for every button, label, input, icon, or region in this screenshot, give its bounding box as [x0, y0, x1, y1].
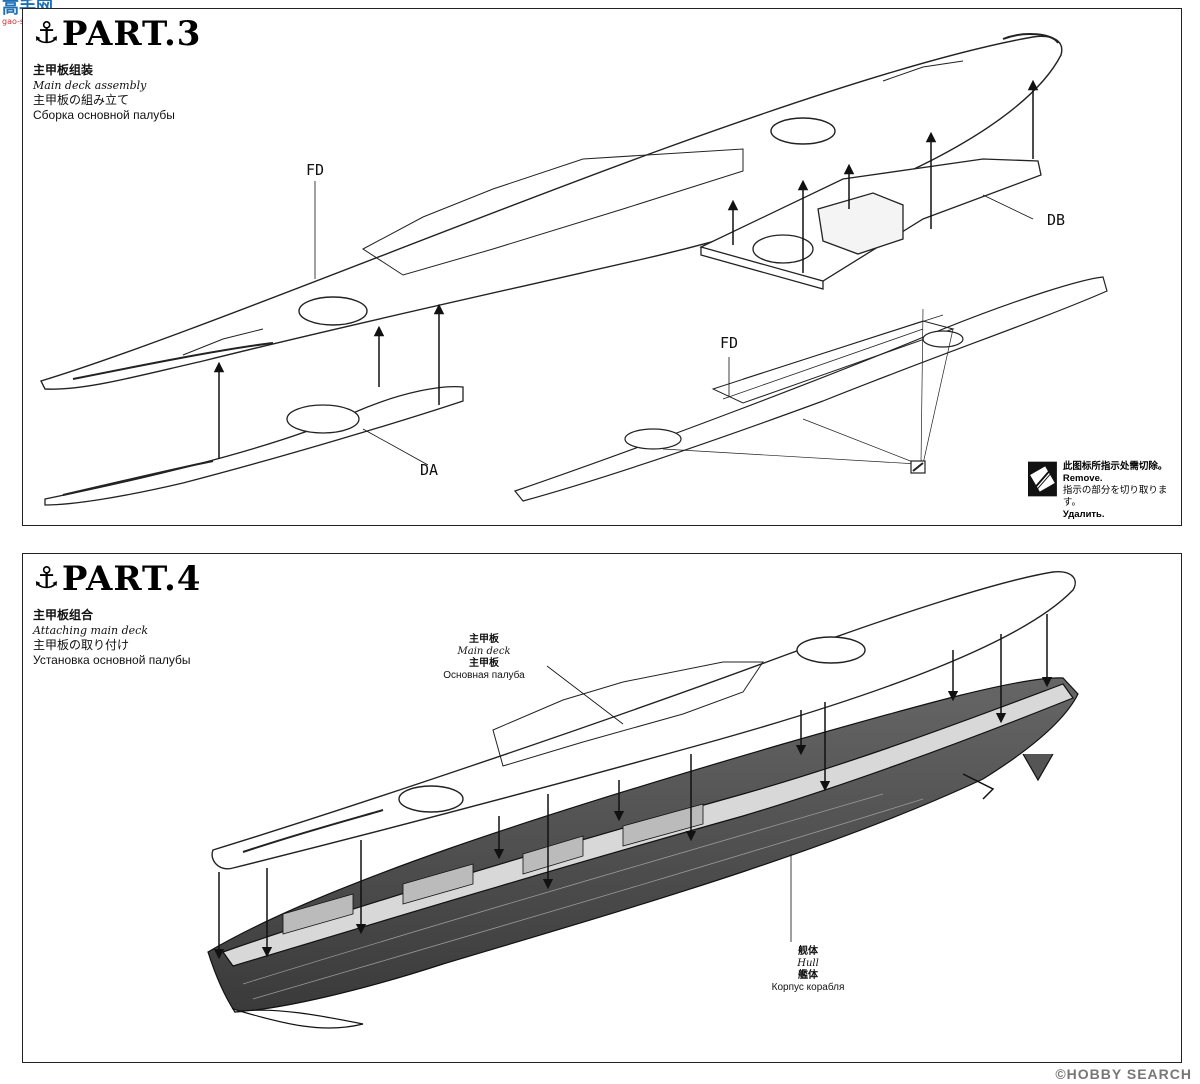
main-deck-ru: Основная палуба	[443, 670, 525, 681]
part3-panel: ⚓ PART.3 主甲板组装 Main deck assembly 主甲板の組み…	[22, 8, 1182, 526]
remove-text-jp: 指示の部分を切り取ります。	[1062, 485, 1168, 508]
part3-subtitles: 主甲板组装 Main deck assembly 主甲板の組み立て Сборка…	[33, 63, 175, 123]
remove-text-en: Remove.	[1062, 473, 1103, 484]
part3-subtitle-en: Main deck assembly	[33, 79, 147, 92]
da-deck-piece	[44, 386, 464, 506]
fd-frame-bottom	[513, 276, 1108, 502]
label-da: DA	[420, 461, 439, 479]
callout-main-deck: 主甲板 Main deck 主甲板 Основная палуба	[419, 634, 549, 682]
main-deck-jp: 主甲板	[469, 658, 499, 669]
label-fd-top: FD	[306, 161, 325, 179]
main-deck-en: Main deck	[457, 646, 511, 657]
db-deck-piece	[699, 158, 1042, 290]
hobby-search-watermark: ©HOBBY SEARCH	[1055, 1066, 1192, 1082]
assembly-arrows	[213, 79, 1039, 466]
fd-deck-top	[40, 33, 1063, 390]
main-deck	[211, 571, 1076, 870]
main-deck-cn: 主甲板	[469, 634, 499, 645]
hull-jp: 艦体	[798, 970, 818, 981]
hull	[207, 677, 1079, 1029]
part4-title: PART.4	[61, 559, 202, 599]
remove-legend: 此图标所指示处需切除。 Remove. 指示の部分を切り取ります。 Удалит…	[1028, 461, 1181, 521]
part4-subtitles: 主甲板组合 Attaching main deck 主甲板の取り付け Устан…	[33, 608, 191, 668]
label-db: DB	[1047, 211, 1066, 229]
label-fd-bottom: FD	[720, 334, 739, 352]
hull-ru: Корпус корабля	[771, 982, 845, 993]
anchor-icon: ⚓	[33, 16, 60, 51]
remove-text-ru: Удалить.	[1062, 509, 1105, 520]
hull-en: Hull	[797, 958, 819, 969]
part4-subtitle-cn: 主甲板组合	[33, 608, 94, 622]
mounting-arrows	[213, 614, 1053, 960]
part3-title: PART.3	[61, 14, 202, 54]
part3-subtitle-cn: 主甲板组装	[33, 63, 94, 77]
part4-heading: ⚓ PART.4	[33, 558, 201, 600]
part4-subtitle-ru: Установка основной палубы	[33, 653, 191, 667]
remove-cutter-icon	[1028, 461, 1057, 497]
part3-illustration	[40, 33, 1108, 506]
hull-cn: 舰体	[798, 946, 818, 957]
part4-subtitle-en: Attaching main deck	[33, 624, 149, 637]
part3-subtitle-ru: Сборка основной палубы	[33, 108, 175, 122]
part4-panel: ⚓ PART.4 主甲板组合 Attaching main deck 主甲板の取…	[22, 553, 1182, 1063]
callout-hull: 舰体 Hull 艦体 Корпус корабля	[753, 946, 863, 994]
part3-heading: ⚓ PART.3	[33, 13, 201, 55]
remove-text-cn: 此图标所指示处需切除。	[1062, 461, 1168, 472]
part3-subtitle-jp: 主甲板の組み立て	[33, 93, 130, 107]
part4-illustration	[207, 571, 1079, 1029]
anchor-icon: ⚓	[33, 561, 60, 596]
part4-subtitle-jp: 主甲板の取り付け	[33, 638, 130, 652]
